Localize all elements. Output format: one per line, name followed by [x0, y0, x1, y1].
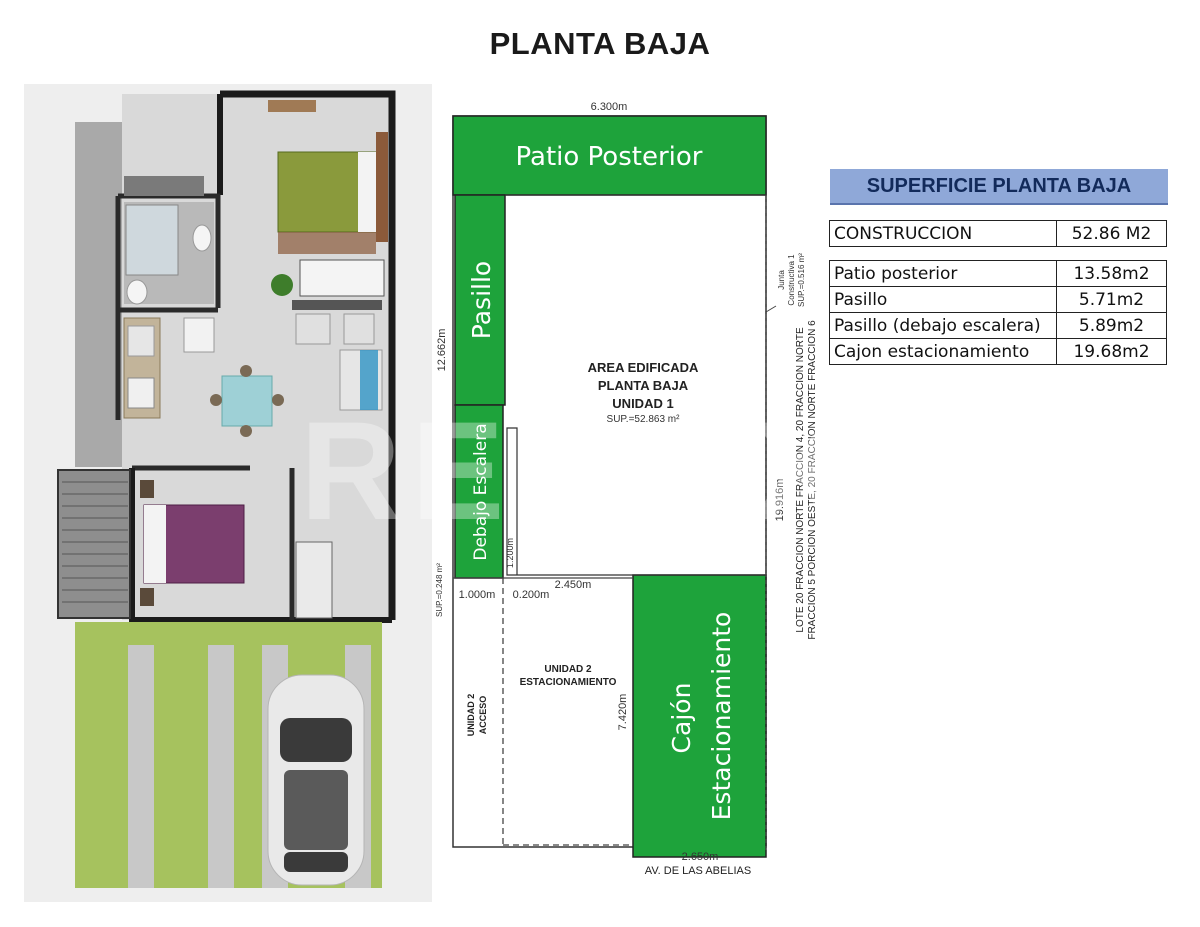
lote-1: LOTE 20 FRACCION NORTE FRACCION 4, 20 FR…	[795, 327, 806, 633]
chair-icon	[240, 365, 252, 377]
stairs-upper	[299, 259, 385, 297]
junta-leader	[765, 305, 777, 313]
stair-wall	[292, 300, 382, 310]
laundry-area	[124, 176, 204, 196]
car-icon	[267, 674, 365, 886]
unit2-parking-1: UNIDAD 2	[544, 664, 592, 675]
chair-icon	[240, 425, 252, 437]
zone-debajo-escalera	[454, 404, 504, 579]
exterior-stairs	[57, 469, 131, 619]
cushions	[360, 350, 378, 410]
pillows-1	[358, 152, 376, 232]
construction-table: CONSTRUCCION 52.86 M2	[829, 220, 1167, 247]
dim-7420: 7.420m	[617, 694, 629, 731]
closet	[295, 541, 333, 619]
toilet-icon	[192, 224, 212, 252]
dim-top: 6.300m	[591, 101, 628, 113]
zone-pasillo	[454, 194, 506, 406]
shower	[125, 204, 179, 276]
plant-icon	[271, 274, 293, 296]
dining-table	[221, 375, 273, 427]
nightstand	[140, 588, 154, 606]
label-pasillo: Pasillo	[467, 261, 496, 339]
area-value: 13.58m2	[1056, 260, 1167, 287]
paver-strip	[208, 645, 234, 888]
table-row: CONSTRUCCION 52.86 M2	[829, 220, 1167, 247]
junta-3: SUP.=0.516 m²	[797, 253, 806, 307]
site-plan: Patio Posterior Pasillo Debajo Escalera …	[435, 101, 818, 877]
dim-small: 1.200m	[505, 538, 515, 568]
area-sup: SUP.=52.863 m²	[607, 414, 681, 425]
sup-left: SUP.=0.248 m²	[435, 563, 444, 617]
table-row: Pasillo 5.71m2	[829, 286, 1167, 313]
sink-icon	[126, 279, 148, 305]
area-value: 19.68m2	[1056, 338, 1167, 365]
areas-table: Patio posterior 13.58m2 Pasillo 5.71m2 P…	[829, 260, 1167, 365]
armchair	[343, 313, 375, 345]
area-label: Pasillo	[829, 286, 1057, 313]
stove-icon	[127, 377, 155, 409]
exterior-wall-south	[129, 468, 392, 623]
area-label: Pasillo (debajo escalera)	[829, 312, 1057, 339]
area-label: Cajon estacionamiento	[829, 338, 1057, 365]
street-name: AV. DE LAS ABELIAS	[645, 865, 751, 877]
fridge-icon	[183, 317, 215, 353]
lote-2: FRACCION 5 PORCION OESTE, 20 FRACCION NO…	[807, 320, 818, 640]
chair-icon	[272, 394, 284, 406]
label-patio-posterior: Patio Posterior	[516, 142, 703, 172]
zone-patio-posterior	[452, 115, 767, 196]
label-estacionamiento: Estacionamiento	[707, 612, 736, 821]
label-debajo-escalera: Debajo Escalera	[471, 423, 491, 560]
rendered-floor-plan	[24, 84, 432, 902]
desk-1	[268, 100, 316, 112]
chair-icon	[210, 394, 222, 406]
pillows-2	[144, 505, 166, 583]
unit2-parking-2: ESTACIONAMIENTO	[520, 677, 617, 688]
area-label: Patio posterior	[829, 260, 1057, 287]
nightstand	[140, 480, 154, 498]
stair-steps	[62, 481, 128, 603]
rug-1	[278, 232, 376, 254]
construction-label: CONSTRUCCION	[829, 220, 1057, 247]
area-title-2: PLANTA BAJA	[598, 378, 689, 393]
unit2-access-1: UNIDAD 2	[466, 694, 476, 737]
area-title-3: UNIDAD 1	[612, 396, 673, 411]
area-title-1: AREA EDIFICADA	[588, 360, 699, 375]
junta-1: Junta	[777, 270, 786, 290]
summary-title: SUPERFICIE PLANTA BAJA	[830, 169, 1168, 205]
junta-2: Constructiva 1	[787, 254, 796, 306]
dim-2650: 2.650m	[682, 851, 719, 863]
area-value: 5.71m2	[1056, 286, 1167, 313]
label-cajon: Cajón	[667, 683, 696, 754]
armchair	[295, 313, 331, 345]
table-row: Pasillo (debajo escalera) 5.89m2	[829, 312, 1167, 339]
unit2-access-2: ACCESO	[478, 696, 488, 735]
table-row: Cajon estacionamiento 19.68m2	[829, 338, 1167, 365]
area-value: 5.89m2	[1056, 312, 1167, 339]
page-title: PLANTA BAJA	[489, 26, 711, 61]
construction-value: 52.86 M2	[1056, 220, 1167, 247]
dim-left: 12.662m	[436, 329, 448, 372]
exterior-wall-east	[220, 90, 396, 620]
dim-right: 19.916m	[774, 479, 786, 522]
dim-0200: 0.200m	[513, 589, 550, 601]
dim-1000: 1.000m	[459, 589, 496, 601]
kitchen-sink-icon	[127, 325, 155, 357]
dim-2450: 2.450m	[555, 579, 592, 591]
wardrobe-1	[376, 132, 388, 242]
paver-strip	[128, 645, 154, 888]
zone-cajon-estacionamiento	[632, 574, 767, 858]
table-row: Patio posterior 13.58m2	[829, 260, 1167, 287]
